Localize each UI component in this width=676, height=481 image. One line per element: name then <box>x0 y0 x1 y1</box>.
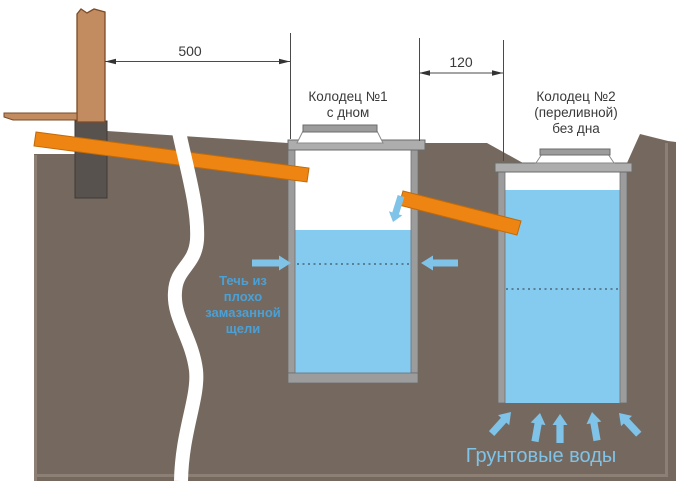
dim-arrowhead-icon <box>279 58 290 65</box>
well2-label-line1: Колодец №2 <box>536 89 615 104</box>
well1-water <box>295 230 411 373</box>
well1-hatch-lid <box>302 124 378 133</box>
well2-collar <box>494 162 633 173</box>
well1-right-wall <box>410 149 419 374</box>
leak-arrow-right-icon <box>252 255 291 271</box>
well1-label-line1: Колодец №1 <box>308 89 387 104</box>
well2-group <box>494 148 633 404</box>
inlet-pipe <box>33 131 310 183</box>
well1-left-wall <box>287 149 296 374</box>
leak-arrow-left-icon <box>421 255 458 271</box>
leak-label-line3: замазанной <box>205 305 281 320</box>
break-line <box>167 120 205 481</box>
leak-label-line4: щели <box>226 321 260 336</box>
well2-water <box>505 190 620 403</box>
well2-hatch-lid <box>539 148 611 156</box>
leak-label-line2: плохо <box>224 289 262 304</box>
dim-arrowhead-icon <box>419 70 430 76</box>
pipe-inflow-arrow-icon <box>388 195 405 222</box>
groundwater-label: Грунтовые воды <box>466 445 617 467</box>
well1-group <box>287 124 426 384</box>
well1-bottom-slab <box>287 372 419 384</box>
well2-label-line2: (переливной) <box>534 105 617 120</box>
dim-arrowhead-icon <box>105 58 116 65</box>
house-foundation <box>74 120 108 199</box>
leak-label-line1: Течь из <box>219 273 267 288</box>
well2-right-wall <box>619 171 628 404</box>
dim-500-value: 500 <box>178 43 202 59</box>
house-post <box>76 8 106 123</box>
house-beam <box>3 112 78 121</box>
dim-120-value: 120 <box>449 54 473 70</box>
well2-left-wall <box>497 171 506 404</box>
dim-arrowhead-icon <box>492 70 503 76</box>
well2-label-line3: без дна <box>552 121 600 136</box>
well1-label-line2: с дном <box>327 105 370 120</box>
